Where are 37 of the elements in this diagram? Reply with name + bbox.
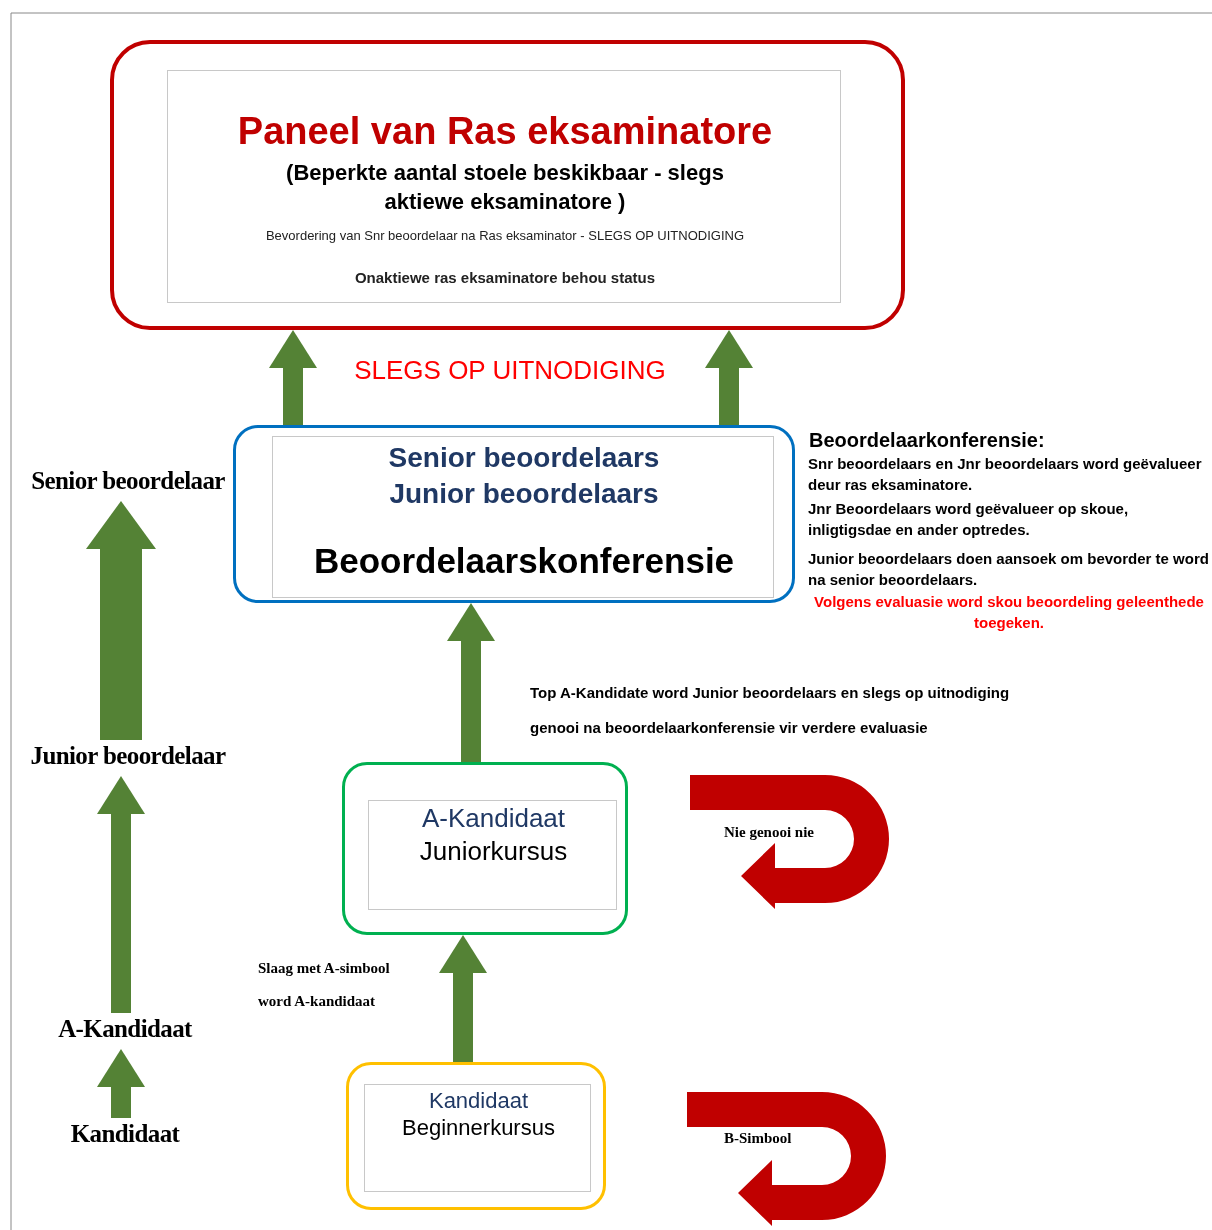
note-text: Snr beoordelaars en Jnr beoordelaars word geëvalueer deur ras eksaminatore. <box>808 454 1203 495</box>
block-arrow <box>439 935 487 1062</box>
box-text: Bevordering van Snr beoordelaar na Ras eksaminator - SLEGS OP UITNODIGING <box>264 228 746 244</box>
box-text: Beoordelaarskonferensie <box>312 540 736 582</box>
block-arrow <box>86 501 156 740</box>
block-arrow <box>97 776 145 1013</box>
heading-text: Beoordelaarkonferensie: <box>809 428 1046 453</box>
stage-label: Junior beoordelaar <box>29 741 227 771</box>
note-text: Junior beoordelaars doen aansoek om bevorder te word na senior beoordelaars. <box>808 549 1210 590</box>
block-arrow <box>269 330 317 425</box>
box-text: (Beperkte aantal stoele beskikbaar - slegs aktiewe eksaminatore ) <box>285 159 725 216</box>
stage-label: Senior beoordelaar <box>30 466 226 496</box>
stage-label: Kandidaat <box>69 1119 181 1149</box>
box-title: Paneel van Ras eksaminatore <box>236 109 774 154</box>
stage-label: A-Kandidaat <box>57 1014 194 1044</box>
rounded-box <box>233 425 795 603</box>
note-text: Top A-Kandidate word Junior beoordelaars en slegs op uitnodiging <box>530 683 1011 703</box>
box-text: Juniorkursus <box>418 836 569 868</box>
step-label: word A-kandidaat <box>258 992 377 1011</box>
rounded-panel <box>110 40 905 330</box>
box-title: Senior beoordelaars Junior beoordelaars <box>387 441 661 512</box>
block-arrow <box>97 1049 145 1118</box>
note-text: Volgens evaluasie word skou beoordeling geleenthede toegeken. <box>813 592 1205 633</box>
block-arrow <box>705 330 753 425</box>
note-text: genooi na beoordelaarkonferensie vir verdere evaluasie <box>530 718 929 738</box>
box-title: A-Kandidaat <box>420 803 567 835</box>
box-text: Beginnerkursus <box>401 1115 556 1142</box>
box-title: Kandidaat <box>427 1088 530 1115</box>
rounded-box <box>342 762 628 935</box>
step-label: Slaag met A-simbool <box>258 959 391 978</box>
rounded-box <box>346 1062 606 1210</box>
arrow-label: Nie genooi nie <box>724 823 815 842</box>
block-arrow <box>447 603 495 762</box>
box-text: Onaktiewe ras eksaminatore behou status <box>353 269 657 287</box>
note-text: Jnr Beoordelaars word geëvalueer op skoue, inligtigsdae en ander optredes. <box>808 499 1130 540</box>
callout-text: SLEGS OP UITNODIGING <box>353 354 667 387</box>
arrow-label: B-Simbool <box>724 1129 793 1148</box>
